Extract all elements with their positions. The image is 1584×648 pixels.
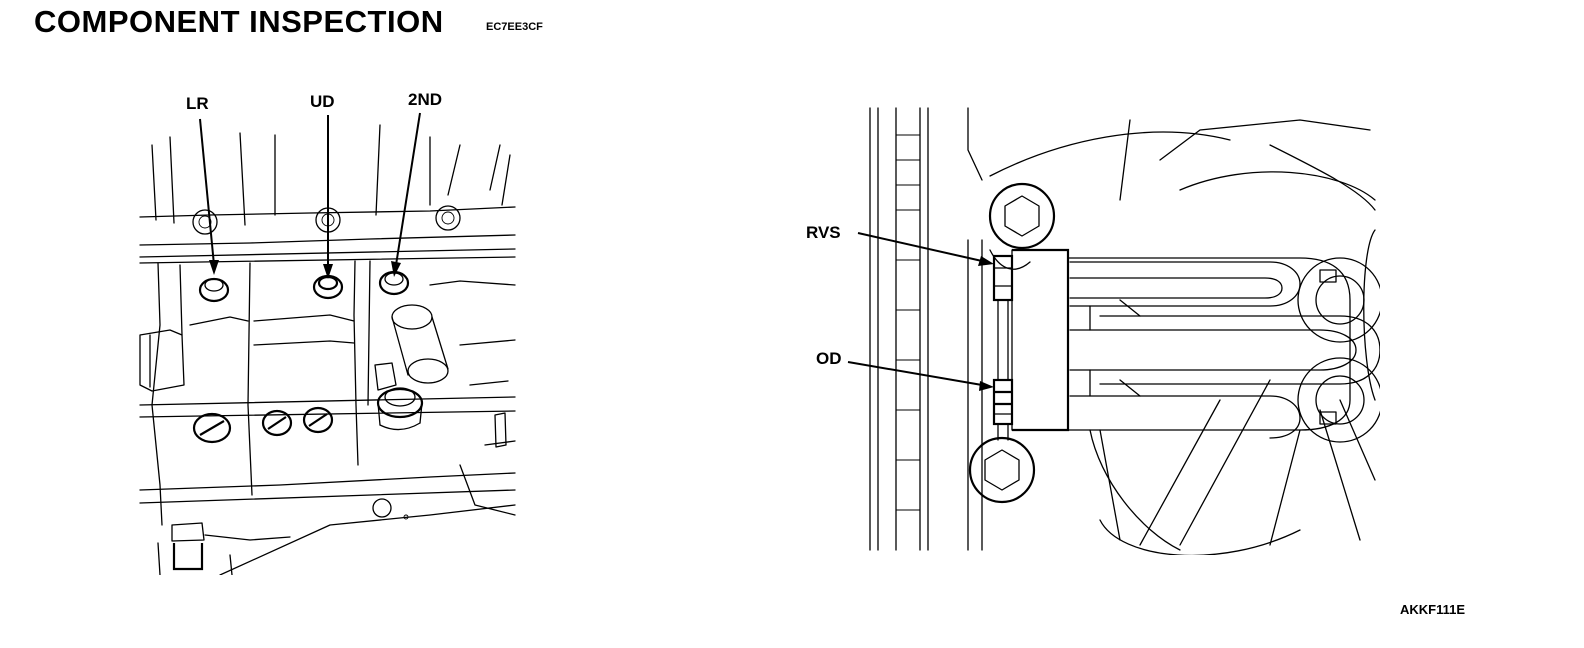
rvs-label: RVS	[806, 223, 841, 242]
clutch-housing-diagram: RVS OD	[806, 107, 1380, 555]
top-bolt-1	[192, 209, 218, 235]
page-title: COMPONENT INSPECTION	[34, 4, 444, 39]
ud-label: UD	[310, 92, 335, 111]
2nd-label: 2ND	[408, 90, 442, 109]
left-bracket	[139, 329, 185, 392]
housing-arcs	[989, 119, 1376, 555]
top-bolt-2	[315, 207, 341, 233]
screw-3	[302, 406, 334, 434]
ud-arrow	[323, 115, 333, 279]
housing-upper	[139, 124, 516, 258]
right-side-details	[372, 412, 516, 520]
valve-body-grid	[139, 256, 516, 575]
gear-hub	[1297, 257, 1380, 443]
top-bolt-3	[435, 205, 461, 231]
lr-label: LR	[186, 94, 209, 113]
left-rails	[869, 107, 983, 551]
ud-port-plug	[312, 274, 344, 300]
2nd-arrow	[391, 112, 421, 277]
valve-body-diagram: LR UD 2ND	[139, 90, 516, 575]
rvs-port-fitting	[992, 254, 1014, 381]
2nd-port-plug	[378, 270, 410, 296]
bottom-mounting-bolt	[968, 436, 1036, 504]
od-port-fitting	[992, 378, 1014, 441]
od-label: OD	[816, 349, 842, 368]
screw-2	[261, 409, 293, 437]
lower-bolt	[376, 387, 424, 431]
accumulator-cylinder	[374, 304, 449, 391]
bottom-plug	[157, 522, 233, 575]
document-code: EC7EE3CF	[486, 21, 543, 33]
screw-1	[192, 412, 232, 444]
lr-port-plug	[198, 277, 230, 303]
lr-arrow	[199, 118, 219, 275]
figure-id: AKKF111E	[1400, 602, 1466, 617]
